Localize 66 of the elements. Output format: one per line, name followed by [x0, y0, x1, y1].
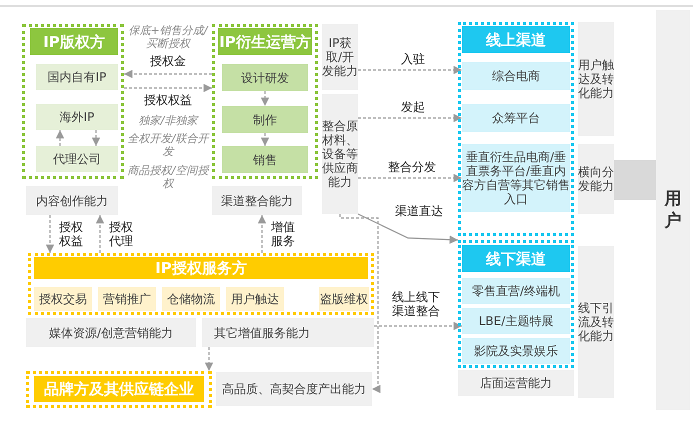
channel-box: 零售直营/终端机: [462, 278, 570, 304]
group-header: IP授权服务方: [34, 257, 368, 279]
large-arrow: [614, 160, 656, 200]
arrow: [358, 213, 458, 244]
service-box: 营销推广: [98, 287, 156, 311]
ip-source-box: 代理公司: [36, 146, 118, 172]
process-step-box: 设计研发: [222, 64, 308, 91]
channel-box: LBE/主题特展: [462, 308, 570, 334]
arrow: [358, 114, 462, 122]
group-header: 品牌方及其供应链企业: [34, 376, 204, 402]
group-header: 线上渠道: [462, 26, 570, 53]
channel-box: 众筹平台: [462, 104, 570, 132]
edge-label: 授权权益: [57, 220, 85, 250]
edge-label: 线上线下渠道整合: [390, 290, 442, 320]
arrow: [358, 66, 462, 74]
arrow: [204, 347, 214, 371]
ip-source-box: 国内自有IP: [36, 64, 118, 90]
dotted-group-frame: [26, 371, 212, 408]
arrow: [124, 84, 212, 92]
group-header: IP版权方: [30, 28, 118, 55]
arrow: [260, 133, 270, 146]
ip-source-box: 海外IP: [36, 104, 118, 130]
capability-box: 整合原材料、设备等供应商能力: [322, 94, 358, 214]
arrow: [374, 322, 462, 330]
arrow: [92, 130, 100, 146]
service-box: 授权交易: [34, 287, 92, 311]
arrow: [96, 215, 104, 253]
dotted-group-frame: [22, 24, 124, 179]
edge-label: 授权代理: [107, 220, 135, 250]
arrow: [124, 70, 212, 78]
group-header: IP衍生运营方: [218, 28, 312, 55]
capability-box: 高品质、高契合度产出能力: [216, 372, 372, 406]
capability-box: 媒体资源/创意营销能力: [26, 318, 196, 347]
capability-box: 渠道整合能力: [212, 186, 302, 215]
capability-box: 其它增值服务能力: [202, 318, 374, 347]
service-box: 仓储物流: [162, 287, 220, 311]
annotation-text: 独家/非独家: [138, 114, 200, 129]
arrow: [46, 215, 54, 253]
arrow: [258, 215, 266, 253]
arrow: [358, 174, 462, 182]
user-column: 用户: [656, 10, 690, 410]
dotted-group-frame: [212, 24, 318, 179]
capability-box: 横向分发能力: [578, 144, 614, 214]
capability-box: 内容创作能力: [26, 186, 118, 215]
group-header: 线下渠道: [462, 245, 570, 272]
arrow: [56, 130, 64, 146]
annotation-text: 全权开发/联合开发: [126, 132, 210, 160]
annotation-text: 保底+销售分成/买断授权: [128, 24, 210, 52]
service-box: 用户触达: [226, 287, 284, 311]
capability-box: IP获取/开发能力: [322, 24, 358, 90]
process-step-box: 销售: [222, 146, 308, 173]
edge-label: 增值服务: [269, 220, 297, 250]
channel-box: 综合电商: [462, 62, 570, 90]
arrow: [339, 214, 380, 394]
channel-box: 影院及实景娱乐: [462, 338, 570, 364]
dotted-group-frame: [28, 253, 374, 315]
dotted-group-frame: [458, 22, 574, 236]
dotted-group-frame: [458, 240, 574, 368]
process-step-box: 制作: [222, 106, 308, 133]
annotation-text: 商品授权/空间授权: [126, 164, 210, 192]
arrow: [260, 91, 270, 106]
channel-box: 垂直衍生品电商/垂直票务平台/垂直内容方自营等其它销售入口: [462, 144, 570, 212]
capability-box: 线下引流及转化能力: [578, 246, 614, 398]
capability-box: 用户触达及转化能力: [578, 22, 614, 136]
service-box: 盗版维权: [319, 287, 369, 311]
capability-box: 店面运营能力: [458, 370, 574, 396]
